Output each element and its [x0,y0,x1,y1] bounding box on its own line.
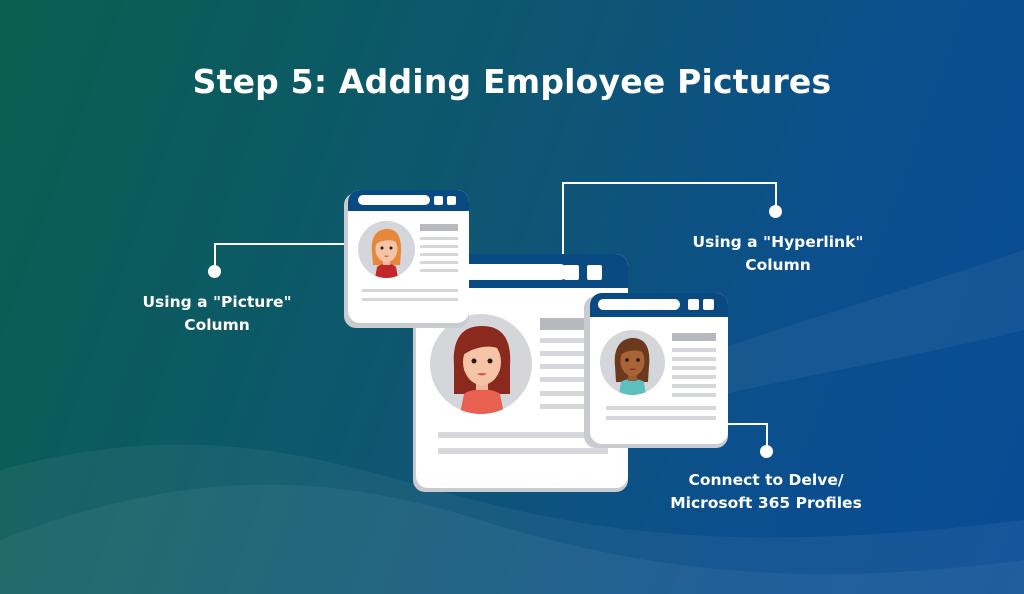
ginger-woman-avatar [358,221,415,278]
delve-connector-dot [760,445,773,458]
delve-connector-h [728,423,768,425]
placeholder-line [540,404,616,409]
placeholder-line [420,261,458,264]
placeholder-line [672,348,716,352]
placeholder-line [672,357,716,361]
picture-connector-h [214,243,358,245]
brunette-woman-avatar [430,314,532,414]
hyperlink-column-label: Using a "Hyperlink" Column [692,233,864,274]
placeholder-line [438,448,608,454]
delve-profile-card [590,293,728,444]
placeholder-line [606,406,716,410]
hyperlink-connector-v1 [562,182,564,322]
placeholder-line [540,351,616,356]
window-button [564,265,579,280]
hyperlink-connector-h [562,182,777,184]
window-button [447,196,456,205]
placeholder-line [420,245,458,248]
delve-connector-v [766,423,768,449]
picture-connector-dot [208,265,221,278]
placeholder-line [672,366,716,370]
address-bar [358,195,430,205]
placeholder-line [672,384,716,388]
placeholder-line [672,375,716,379]
delve-profiles-label: Connect to Delve/ Microsoft 365 Profiles [670,471,862,512]
placeholder-line [420,253,458,256]
window-button [703,299,714,310]
address-bar [598,299,680,310]
window-button [434,196,443,205]
placeholder-line [362,298,458,301]
placeholder-line [420,269,458,272]
placeholder-line [672,393,716,397]
placeholder-line [540,364,616,369]
picture-connector-v [214,243,216,271]
placeholder-line [540,377,616,382]
placeholder-line [540,391,616,396]
placeholder-line [420,237,458,240]
placeholder-heading [420,224,458,231]
page-title: Step 5: Adding Employee Pictures [192,62,832,101]
picture-column-label: Using a "Picture" Column [142,293,292,334]
hyperlink-connector-v2 [775,182,777,208]
window-button [587,265,602,280]
placeholder-heading [672,333,716,341]
dark-skinned-woman-avatar [600,330,665,395]
placeholder-line [606,416,716,420]
window-button [688,299,699,310]
placeholder-line [438,432,608,438]
hyperlink-connector-dot [769,205,782,218]
placeholder-line [362,289,458,292]
placeholder-line [540,338,616,343]
picture-column-card [348,190,469,323]
